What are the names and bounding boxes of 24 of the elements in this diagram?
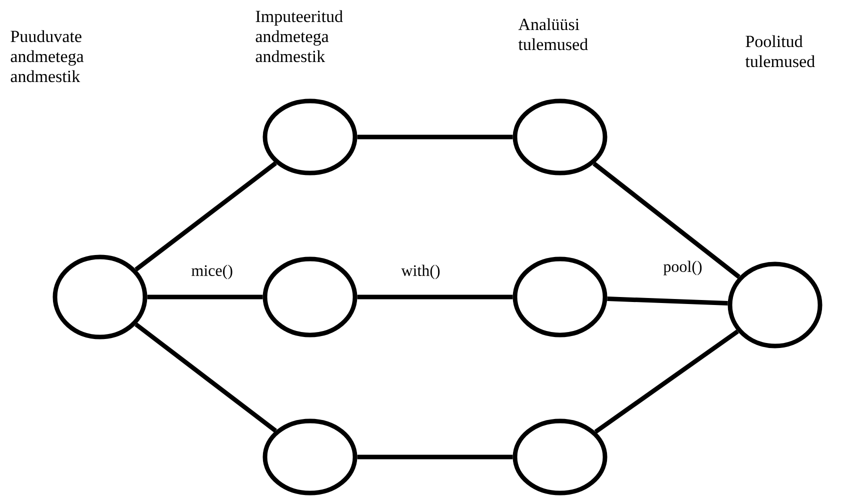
ellipse-node — [262, 256, 358, 338]
connector-line — [357, 134, 513, 140]
edge-label: mice() — [190, 264, 234, 280]
ellipse-node — [512, 98, 608, 176]
column-heading: Imputeeritud andmetega andmestik — [256, 10, 343, 62]
connector-line — [592, 162, 740, 279]
connector-line — [134, 161, 277, 272]
ellipse-node — [262, 418, 358, 496]
connector-line — [607, 296, 728, 306]
column-heading: Poolitud tulemused — [745, 35, 815, 68]
column-heading: Analüüsi tulemused — [518, 18, 588, 50]
ellipse-node — [512, 256, 608, 338]
ellipse-node — [262, 98, 358, 176]
connector-line — [594, 330, 739, 434]
connector-line — [147, 294, 263, 300]
column-heading: Puuduvate andmetega andmestik — [10, 30, 84, 82]
connector-line — [134, 322, 277, 433]
edge-label: with() — [400, 264, 442, 280]
connector-line — [357, 454, 513, 460]
ellipse-node — [728, 262, 822, 348]
ellipse-node — [52, 254, 148, 340]
edge-label: pool() — [662, 260, 704, 276]
ellipse-node — [512, 418, 608, 496]
connector-line — [357, 294, 513, 300]
